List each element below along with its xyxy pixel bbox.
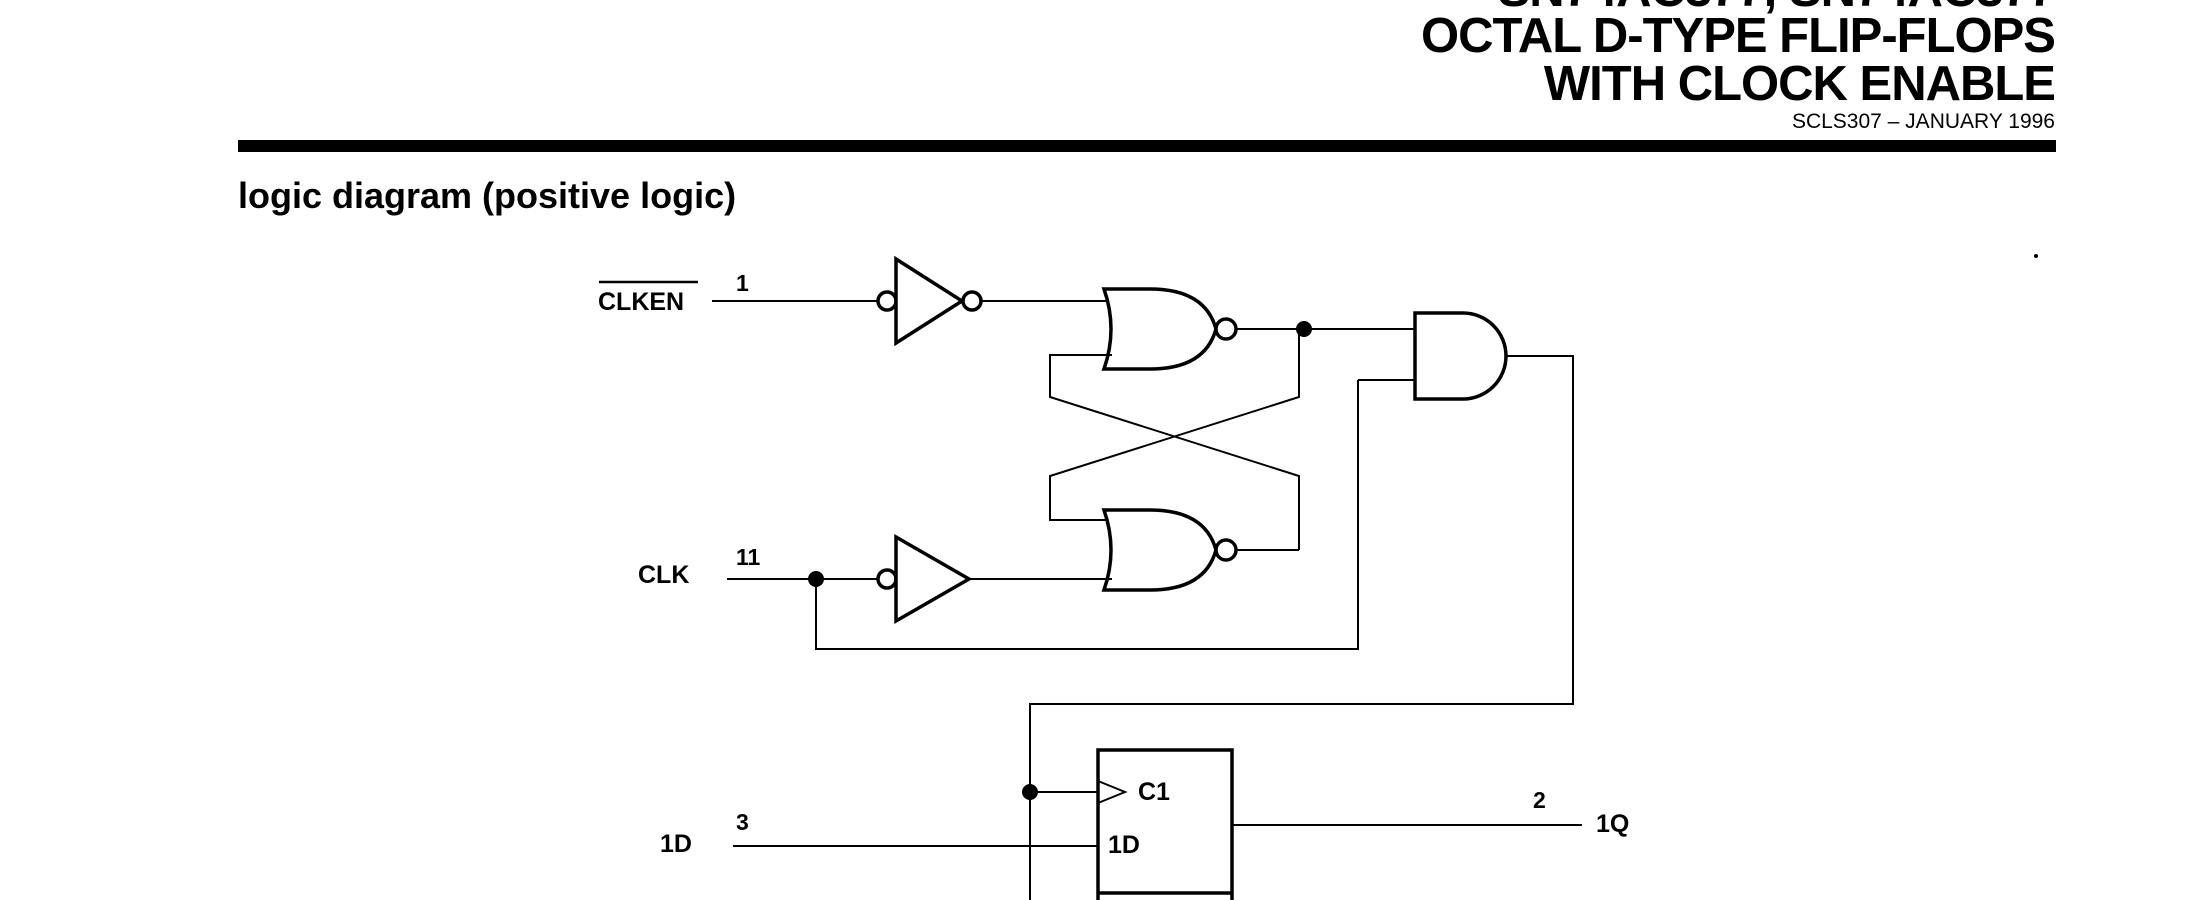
label-clken: CLKEN bbox=[598, 288, 684, 316]
clken-inverter bbox=[876, 255, 983, 347]
nor-gate-2 bbox=[1101, 508, 1238, 592]
junction-dot bbox=[808, 571, 824, 587]
pin-clken: 1 bbox=[736, 270, 749, 296]
misc-dot bbox=[2034, 254, 2038, 258]
wire-feedback-a bbox=[1049, 354, 1300, 550]
document-id: SCLS307 – JANUARY 1996 bbox=[1791, 110, 2055, 133]
junction-dot bbox=[1296, 321, 1312, 337]
d-flip-flop bbox=[1096, 748, 1234, 900]
wire-clk-feed bbox=[815, 380, 1359, 650]
junction-dot bbox=[1022, 784, 1038, 800]
section-title: logic diagram (positive logic) bbox=[238, 175, 737, 216]
nor-gate-1 bbox=[1101, 287, 1238, 371]
label-1q: 1Q bbox=[1596, 810, 1629, 838]
part-number-title: SN74AC377, SN74AC377 bbox=[1498, 0, 2056, 15]
pin-1q: 2 bbox=[1533, 787, 1546, 813]
ff-data-label: 1D bbox=[1108, 831, 1140, 859]
and-gate bbox=[1413, 311, 1508, 401]
ff-clock-label: C1 bbox=[1138, 778, 1170, 806]
wire-feedback-b bbox=[1049, 329, 1300, 521]
title-line-2: WITH CLOCK ENABLE bbox=[1543, 57, 2056, 111]
clk-inverter bbox=[876, 533, 973, 625]
label-1d: 1D bbox=[660, 830, 692, 858]
label-clk: CLK bbox=[638, 561, 689, 589]
pin-clk: 11 bbox=[736, 544, 761, 570]
title-line-1: OCTAL D-TYPE FLIP-FLOPS bbox=[1421, 9, 2056, 63]
wire-and-out bbox=[1029, 355, 1574, 900]
pin-1d: 3 bbox=[736, 809, 749, 835]
header-rule bbox=[238, 140, 2056, 152]
